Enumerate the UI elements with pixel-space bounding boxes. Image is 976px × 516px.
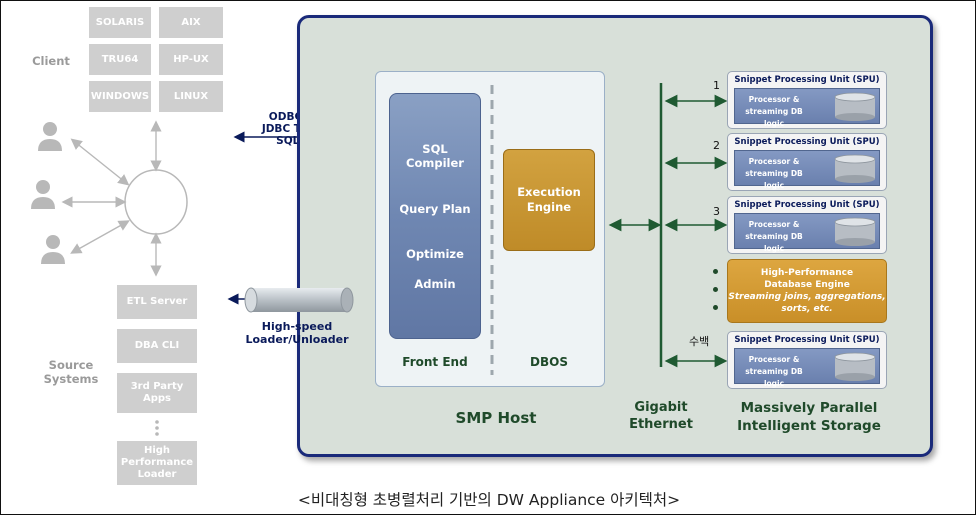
gigabit-line2: Ethernet <box>629 417 693 432</box>
spu-proc-line2: streaming DB logic <box>745 107 803 128</box>
source-high-performance-loader: High Performance Loader <box>117 441 197 485</box>
hp-line1: High-Performance <box>760 268 854 278</box>
spu-processor-label: Processor & streaming DB logic <box>737 354 811 390</box>
loader-cylinder-icon <box>244 287 354 313</box>
source-loader-line2: Performance <box>120 457 194 468</box>
spu-title: Snippet Processing Unit (SPU) <box>734 335 880 345</box>
front-end-admin: Admin <box>414 277 456 291</box>
execution-line2: Engine <box>526 200 572 214</box>
platform-windows: WINDOWS <box>89 81 151 112</box>
spu-proc-line1: Processor & <box>748 95 800 104</box>
spu-number-2: 2 <box>713 139 720 152</box>
client-label: Client <box>32 54 70 68</box>
spu-inner: Processor & streaming DB logic <box>734 213 880 253</box>
user-icon <box>41 235 65 264</box>
spu-box-2: Snippet Processing Unit (SPU) Processor … <box>727 133 887 191</box>
spu-box-1: Snippet Processing Unit (SPU) Processor … <box>727 71 887 129</box>
platform-linux: LINUX <box>159 81 223 112</box>
spu-proc-line2: streaming DB logic <box>745 169 803 190</box>
loader-line1: High-speed <box>261 320 333 333</box>
spu-title: Snippet Processing Unit (SPU) <box>734 75 880 85</box>
front-end-label: Front End <box>402 355 468 369</box>
figure-caption: <비대칭형 초병렬처리 기반의 DW Appliance 아키텍처> <box>297 491 681 509</box>
loader-label: High-speed Loader/Unloader <box>237 320 357 346</box>
source-loader-line3: Loader <box>137 469 177 480</box>
storage-label: Massively Parallel Intelligent Storage <box>727 399 891 435</box>
execution-engine-box: Execution Engine <box>503 149 595 251</box>
loader-line2: Loader/Unloader <box>245 333 349 346</box>
spu-number-1: 1 <box>713 79 720 92</box>
disk-icon <box>834 217 876 246</box>
disk-icon <box>834 352 876 381</box>
front-dbos-divider <box>490 85 494 375</box>
user-icon <box>38 122 62 151</box>
ellipsis-dot <box>713 305 718 310</box>
source-label-line2: Systems <box>43 372 99 386</box>
gigabit-ethernet-bus <box>608 83 728 368</box>
spu-box-many: Snippet Processing Unit (SPU) Processor … <box>727 331 887 389</box>
spu-title: Snippet Processing Unit (SPU) <box>734 137 880 147</box>
spu-processor-label: Processor & streaming DB logic <box>737 94 811 130</box>
spu-proc-line1: Processor & <box>748 355 800 364</box>
platform-hp-ux: HP-UX <box>159 44 223 75</box>
execution-line1: Execution <box>517 185 581 199</box>
front-end-query-plan: Query Plan <box>399 202 471 216</box>
spu-inner: Processor & streaming DB logic <box>734 88 880 128</box>
spu-inner: Processor & streaming DB logic <box>734 348 880 388</box>
spu-processor-label: Processor & streaming DB logic <box>737 156 811 192</box>
source-systems-label: Source Systems <box>33 358 109 386</box>
platform-tru64: TRU64 <box>89 44 151 75</box>
platform-solaris: SOLARIS <box>89 7 151 38</box>
storage-line1: Massively Parallel <box>740 400 878 416</box>
fe-sql: SQL <box>422 142 448 156</box>
gigabit-ethernet-label: Gigabit Ethernet <box>621 399 701 433</box>
ellipsis-dot <box>713 269 718 274</box>
spu-title: Snippet Processing Unit (SPU) <box>734 200 880 210</box>
source-etl-server: ETL Server <box>117 285 197 319</box>
spu-number-many: 수백 <box>689 335 710 348</box>
ellipsis-dot <box>713 287 718 292</box>
front-end-sql-compiler: SQL Compiler <box>389 142 481 170</box>
gigabit-line1: Gigabit <box>634 400 688 415</box>
spu-processor-label: Processor & streaming DB logic <box>737 219 811 255</box>
front-end-optimize: Optimize <box>406 247 464 261</box>
hp-line2: Database Engine <box>764 280 850 290</box>
disk-icon <box>834 154 876 183</box>
source-loader-line1: High <box>143 445 171 456</box>
source-3rd-party-line2: Apps <box>142 393 171 404</box>
user-icon <box>31 180 55 209</box>
source-3rd-party-line1: 3rd Party <box>130 381 184 392</box>
hp-line4: sorts, etc. <box>781 304 833 314</box>
spu-proc-line2: streaming DB logic <box>745 232 803 253</box>
spu-inner: Processor & streaming DB logic <box>734 150 880 190</box>
source-3rd-party-apps: 3rd Party Apps <box>117 373 197 413</box>
source-dba-cli: DBA CLI <box>117 329 197 363</box>
hp-line3: Streaming joins, aggregations, <box>728 292 886 302</box>
disk-icon <box>834 92 876 121</box>
spu-proc-line1: Processor & <box>748 157 800 166</box>
front-end-column <box>389 93 481 339</box>
dbos-label: DBOS <box>530 355 568 369</box>
storage-line2: Intelligent Storage <box>737 418 881 434</box>
source-label-line1: Source <box>48 358 94 372</box>
platform-aix: AIX <box>159 7 223 38</box>
high-performance-engine-box: High-Performance Database Engine Streami… <box>727 259 887 323</box>
spu-number-3: 3 <box>713 205 720 218</box>
network-hub-icon <box>124 169 188 235</box>
spu-proc-line2: streaming DB logic <box>745 367 803 388</box>
smp-host-label: SMP Host <box>455 409 537 427</box>
spu-box-3: Snippet Processing Unit (SPU) Processor … <box>727 196 887 254</box>
fe-compiler: Compiler <box>406 156 464 170</box>
spu-proc-line1: Processor & <box>748 220 800 229</box>
